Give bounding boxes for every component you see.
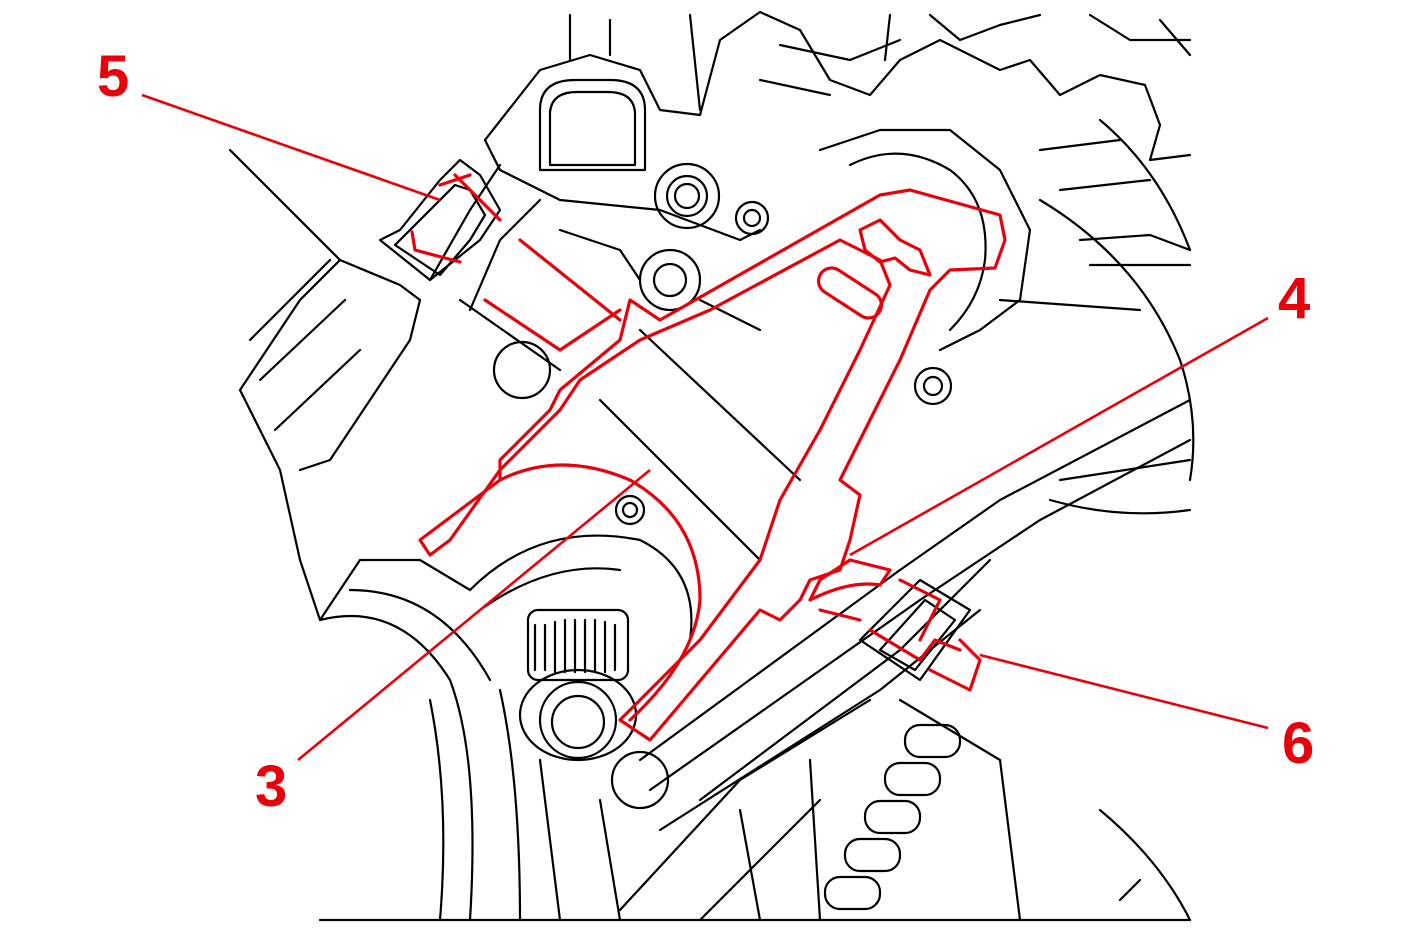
bracket-red xyxy=(818,578,982,692)
highlighted-parts xyxy=(410,173,1007,742)
shift-fork-outline xyxy=(418,188,1007,742)
leader-6 xyxy=(979,653,1269,730)
callout-numbers: 5 4 6 3 xyxy=(97,44,1314,819)
collar-arc xyxy=(498,463,702,722)
leader-3 xyxy=(297,468,651,762)
callout-5: 5 xyxy=(97,44,129,109)
callout-4: 4 xyxy=(1278,266,1310,331)
actuator-tabs xyxy=(410,173,502,264)
actuator-detail-2 xyxy=(518,238,622,322)
fork-slot xyxy=(816,266,884,320)
actuator-detail xyxy=(483,298,622,352)
slider-lug xyxy=(808,558,892,602)
housing-line-art xyxy=(228,10,1195,922)
callout-3: 3 xyxy=(255,754,287,819)
callout-6: 6 xyxy=(1282,711,1314,776)
fork-notch xyxy=(858,218,932,277)
leader-4 xyxy=(849,316,1269,557)
leader-5 xyxy=(141,93,441,202)
leader-lines xyxy=(141,93,1269,762)
